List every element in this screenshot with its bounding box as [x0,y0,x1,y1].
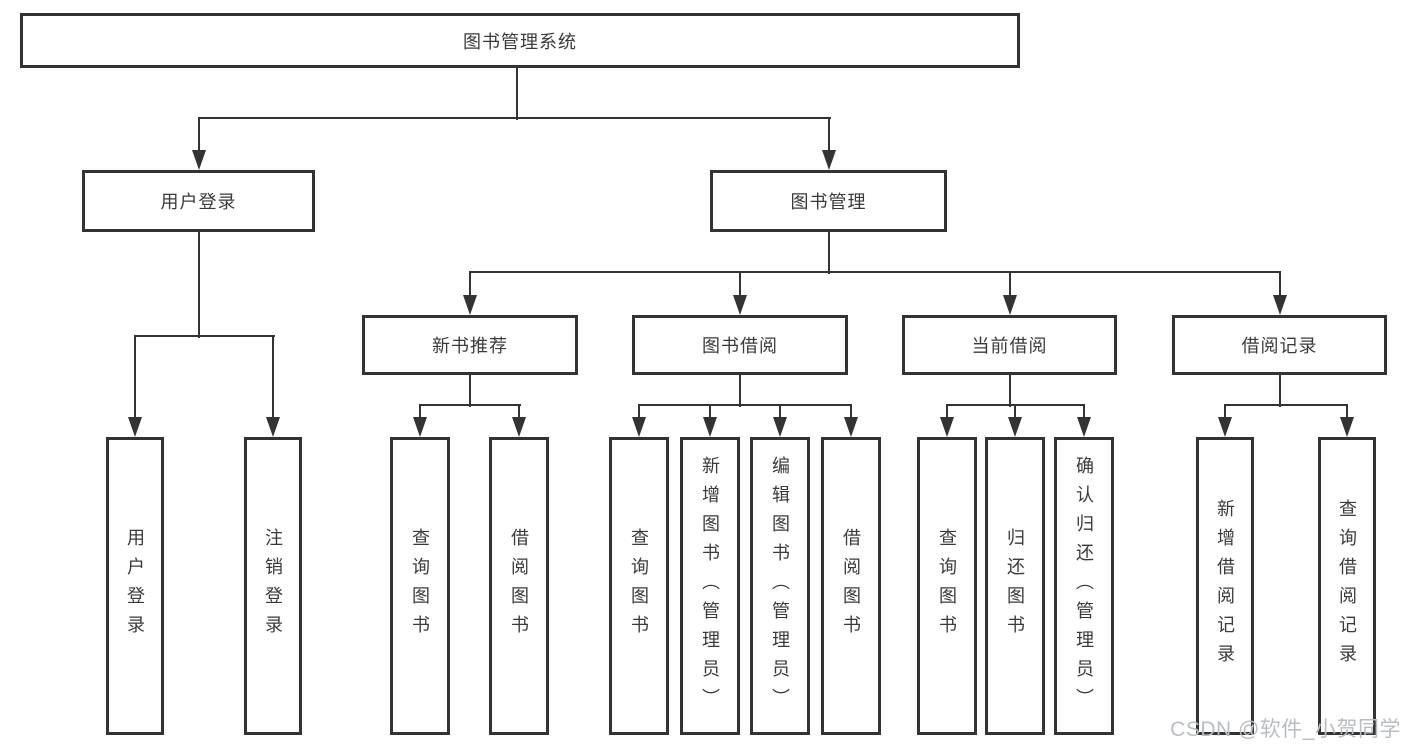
node-root: 图书管理系统 [20,13,1020,68]
arrowhead-icon [512,417,526,437]
arrowhead-icon [1008,417,1022,437]
arrowhead-icon [266,417,280,437]
node-root-label: 图书管理系统 [463,31,577,52]
leaf-borrow-query-books-label: 查询图书 [629,528,649,644]
connector-line [469,271,1281,273]
arrowhead-icon [940,417,954,437]
connector-line [850,405,852,425]
arrowhead-icon [1273,295,1287,315]
arrowhead-icon [1340,417,1354,437]
connector-line [828,232,830,274]
arrowhead-icon [703,417,717,437]
leaf-current-query-books-label: 查询图书 [937,528,957,644]
connector-line [134,335,275,337]
node-user-login-label: 用户登录 [160,192,237,212]
connector-line [198,232,200,338]
leaf-rec-borrow-books-label: 借阅图书 [509,528,529,644]
connector-line [1279,375,1281,407]
connector-line [1009,272,1011,303]
connector-line [1009,375,1011,407]
connector-line [469,375,471,407]
connector-line [272,336,274,425]
arrowhead-icon [413,417,427,437]
leaf-confirm-return-admin-label: 确认归还（管理员） [1074,455,1094,717]
leaf-user-login: 用户登录 [106,437,164,735]
connector-line [638,405,640,425]
connector-line [1346,405,1348,425]
arrowhead-icon [192,150,206,170]
node-book-management: 图书管理 [710,170,947,232]
leaf-add-borrow-record-label: 新增借阅记录 [1215,499,1235,673]
leaf-rec-query-books: 查询图书 [390,437,450,735]
connector-line [709,405,711,425]
arrowhead-icon [128,417,142,437]
leaf-confirm-return-admin: 确认归还（管理员） [1054,437,1114,735]
arrowhead-icon [1218,417,1232,437]
node-book-management-label: 图书管理 [790,192,867,212]
connector-line [419,404,521,406]
leaf-logout-label: 注销登录 [263,528,283,644]
arrowhead-icon [844,417,858,437]
node-borrow-record-label: 借阅记录 [1241,336,1318,356]
connector-line [469,272,471,303]
connector-line [1224,405,1226,425]
leaf-query-borrow-record-label: 查询借阅记录 [1337,499,1357,673]
connector-line [1083,405,1085,425]
leaf-query-borrow-record: 查询借阅记录 [1318,437,1376,735]
connector-line [779,405,781,425]
node-current-borrow: 当前借阅 [902,315,1117,375]
watermark-text: CSDN @软件_小贺同学 [1170,718,1401,741]
arrowhead-icon [1003,295,1017,315]
leaf-borrow-query-books: 查询图书 [609,437,669,735]
leaf-current-query-books: 查询图书 [917,437,977,735]
connector-line [1224,404,1348,406]
node-book-borrow-label: 图书借阅 [702,336,778,356]
node-current-borrow-label: 当前借阅 [971,336,1048,356]
arrowhead-icon [773,417,787,437]
connector-line [198,118,200,158]
leaf-user-login-label: 用户登录 [125,528,145,644]
node-user-login: 用户登录 [82,170,315,232]
arrowhead-icon [822,150,836,170]
leaf-add-borrow-record: 新增借阅记录 [1196,437,1254,735]
leaf-add-books-admin: 新增图书（管理员） [680,437,740,735]
leaf-return-books-label: 归还图书 [1005,528,1025,644]
connector-line [134,336,136,425]
arrowhead-icon [632,417,646,437]
leaf-logout: 注销登录 [244,437,302,735]
node-new-book-recommend: 新书推荐 [362,315,578,375]
connector-line [198,117,831,119]
arrowhead-icon [733,295,747,315]
leaf-borrow-books-label: 借阅图书 [841,528,861,644]
connector-line [419,405,421,425]
leaf-borrow-books: 借阅图书 [821,437,881,735]
connector-line [828,118,830,158]
node-book-borrow: 图书借阅 [632,315,848,375]
leaf-add-books-admin-label: 新增图书（管理员） [700,455,720,717]
connector-line [1279,272,1281,303]
arrowhead-icon [1077,417,1091,437]
leaf-edit-books-admin-label: 编辑图书（管理员） [770,455,790,717]
connector-line [516,68,518,120]
node-new-book-recommend-label: 新书推荐 [432,336,508,356]
leaf-edit-books-admin: 编辑图书（管理员） [750,437,810,735]
arrowhead-icon [463,295,477,315]
node-borrow-record: 借阅记录 [1172,315,1387,375]
connector-line [518,405,520,425]
connector-line [1014,405,1016,425]
connector-line [946,405,948,425]
connector-line [638,404,852,406]
connector-line [739,375,741,407]
leaf-rec-borrow-books: 借阅图书 [489,437,549,735]
leaf-return-books: 归还图书 [985,437,1045,735]
connector-line [739,272,741,303]
leaf-rec-query-books-label: 查询图书 [410,528,430,644]
